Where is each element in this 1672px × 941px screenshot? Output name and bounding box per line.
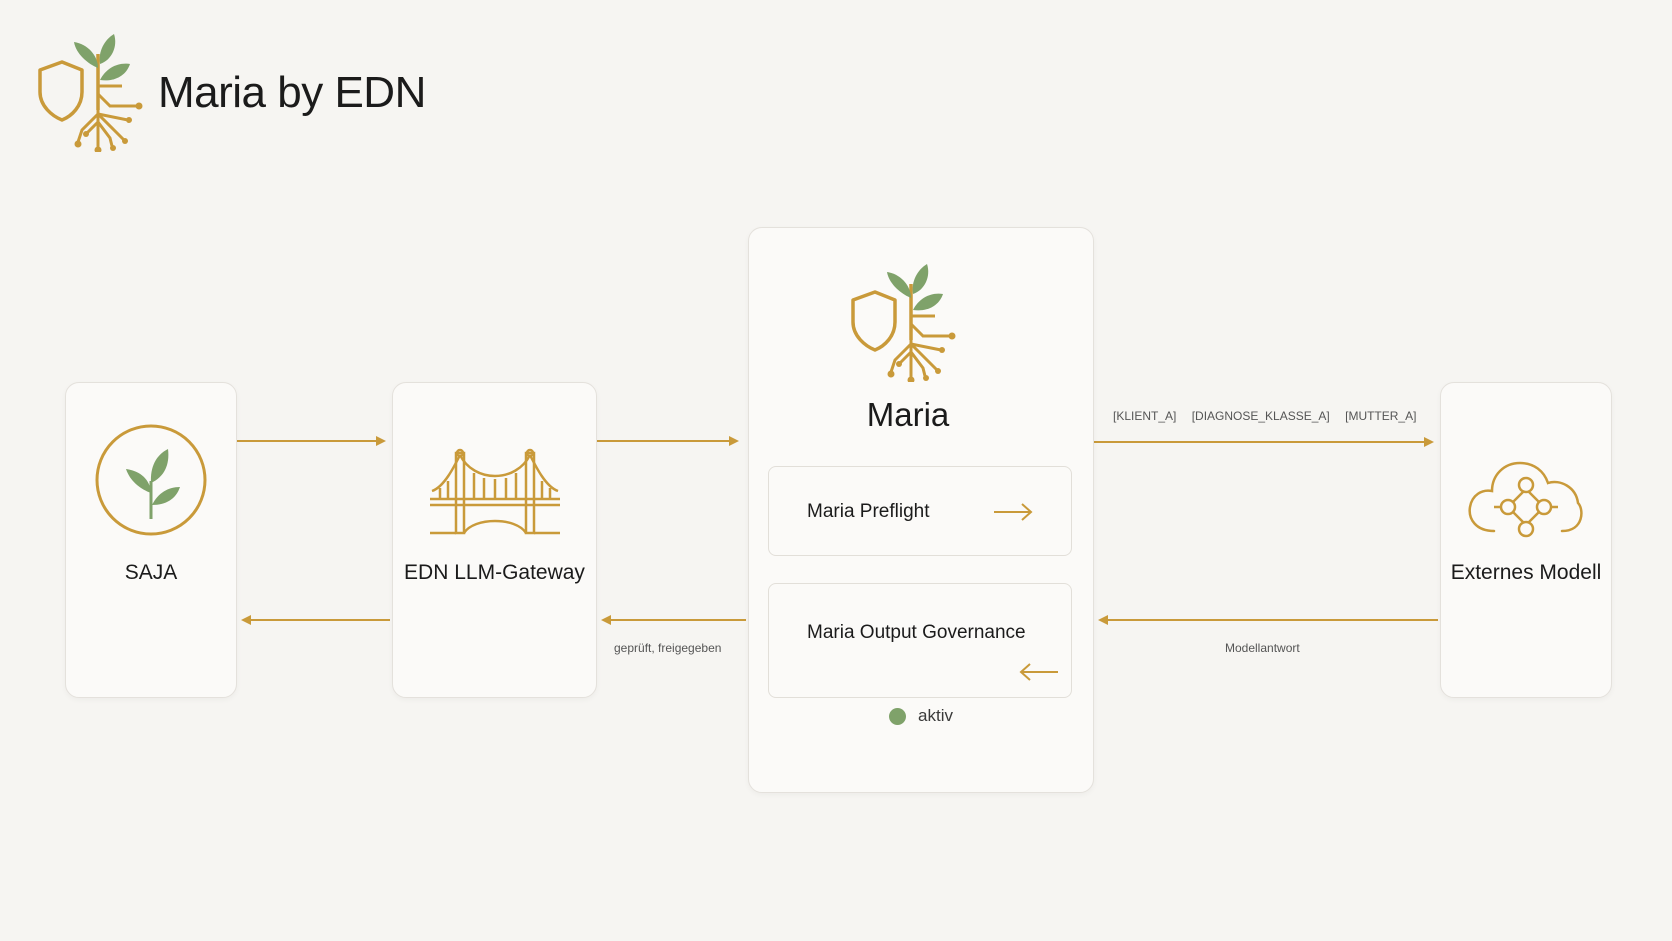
bridge-icon (430, 448, 560, 535)
maria-preflight-card[interactable]: Maria Preflight (768, 466, 1072, 556)
maria-output-governance-label: Maria Output Governance (807, 622, 1026, 643)
maria-logo-icon (851, 264, 956, 382)
arrow-right-icon (994, 503, 1033, 521)
saja-card[interactable]: SAJA (65, 382, 237, 698)
maria-card[interactable]: Maria Maria Preflight Maria Output Gover… (748, 227, 1094, 793)
arrow-left-icon (1019, 663, 1058, 681)
saja-label: SAJA (124, 561, 178, 584)
external-model-label: Externes Modell (1450, 561, 1602, 584)
sprout-icon (95, 424, 207, 536)
pseudonym-tokens: [KLIENT_A] [DIAGNOSE_KLASSE_A] [MUTTER_A… (1113, 409, 1428, 423)
brand-title: Maria by EDN (158, 68, 426, 117)
token-klient: [KLIENT_A] (1113, 409, 1177, 423)
token-diagnose: [DIAGNOSE_KLASSE_A] (1191, 409, 1330, 423)
maria-status-label: aktiv (918, 706, 953, 725)
gateway-label: EDN LLM-Gateway (404, 561, 585, 584)
token-mutter: [MUTTER_A] (1345, 409, 1417, 423)
gateway-card[interactable]: EDN LLM-Gateway (392, 382, 597, 698)
return-gateway-annotation: geprüft, freigegeben (614, 641, 722, 655)
brand-header: Maria by EDN (36, 34, 426, 152)
maria-status: aktiv (749, 706, 1093, 726)
maria-output-governance-card[interactable]: Maria Output Governance (768, 583, 1072, 698)
maria-logo-icon (38, 34, 143, 152)
maria-title: Maria (866, 396, 950, 433)
cloud-network-icon (1468, 461, 1583, 538)
maria-preflight-label: Maria Preflight (807, 501, 930, 522)
return-model-annotation: Modellantwort (1225, 641, 1300, 655)
external-model-card[interactable]: Externes Modell (1440, 382, 1612, 698)
status-dot-icon (889, 707, 907, 725)
